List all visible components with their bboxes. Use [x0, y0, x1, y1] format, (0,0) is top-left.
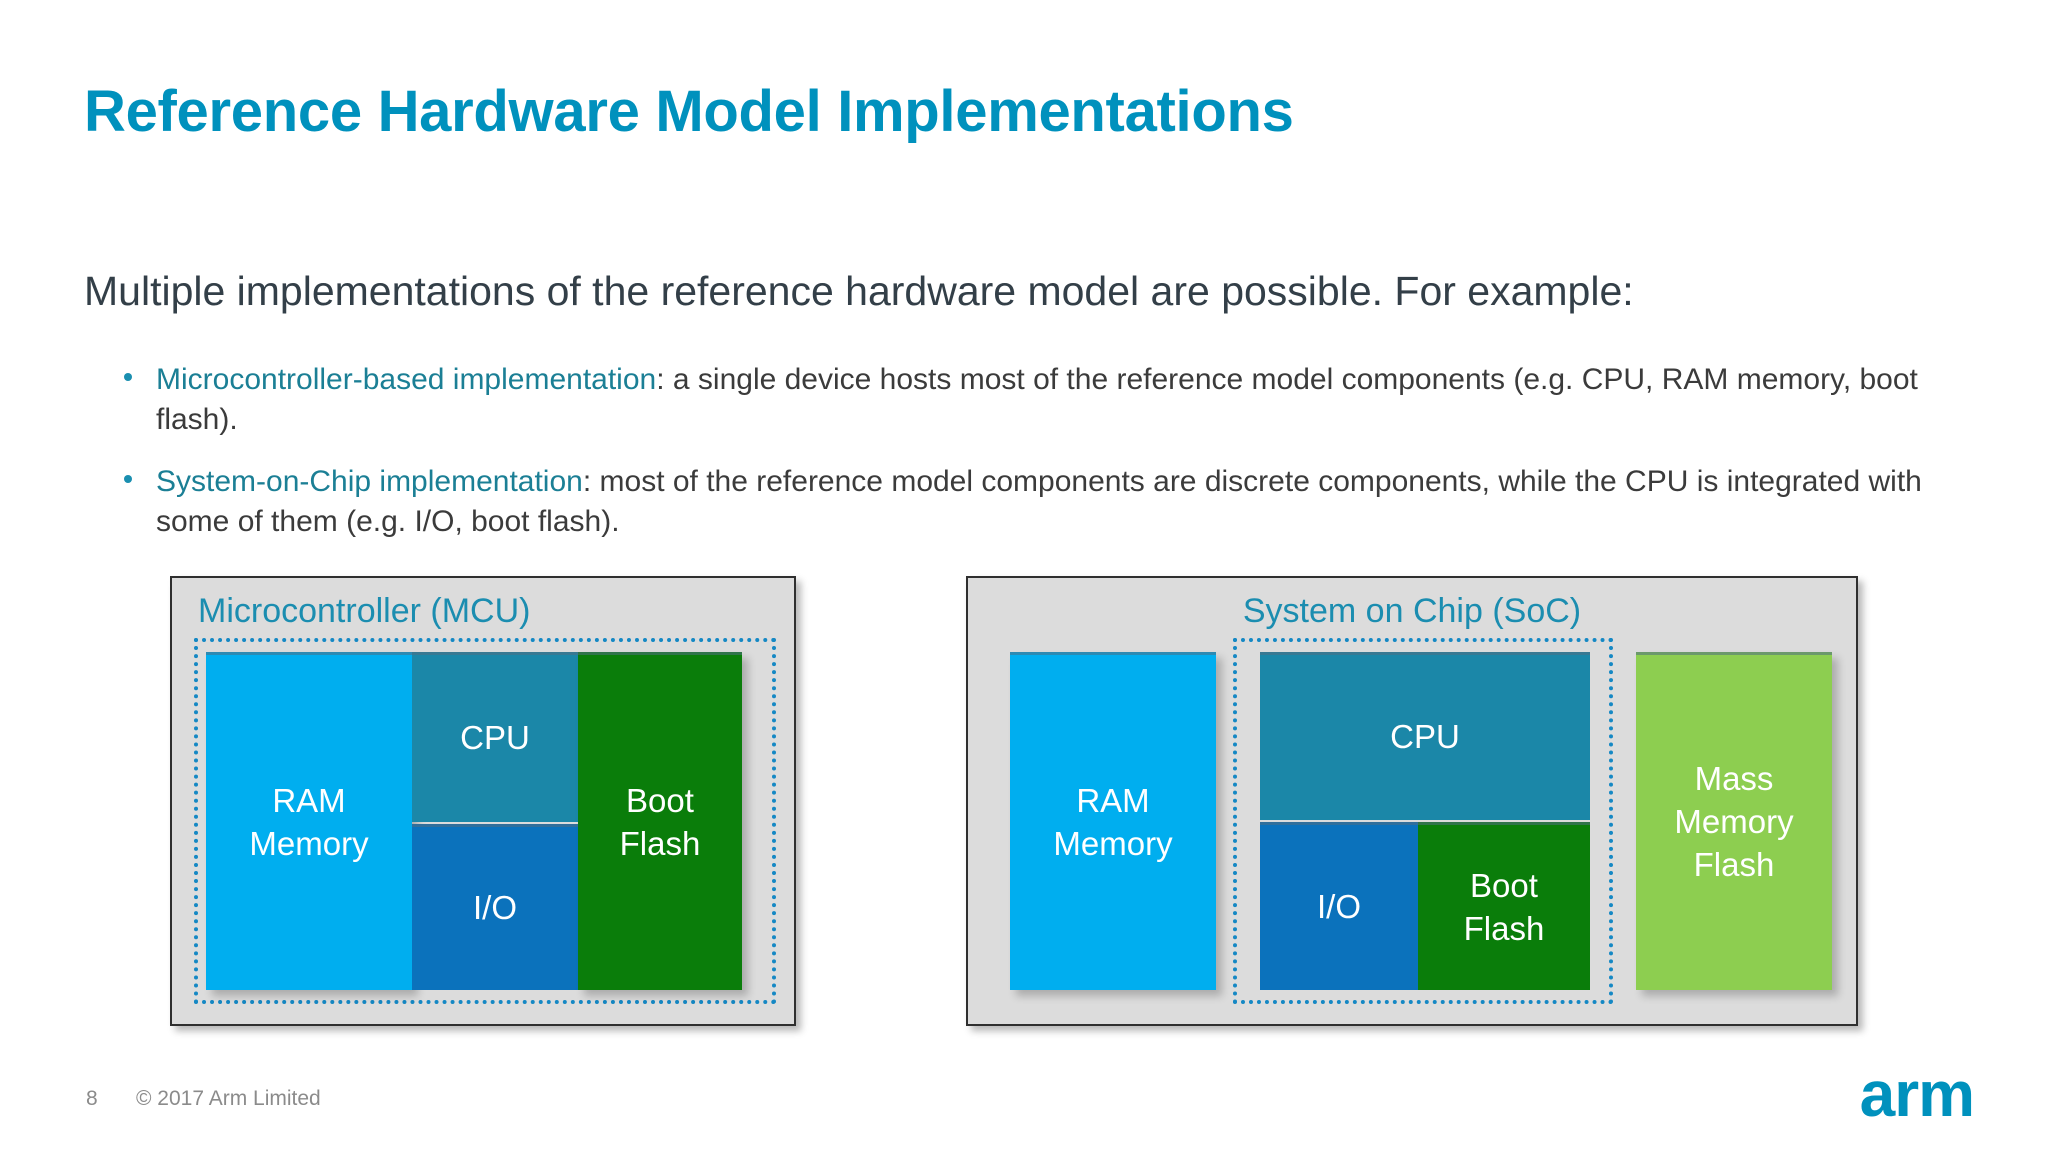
mcu-container: Microcontroller (MCU) RAM Memory CPU I/O…: [170, 576, 796, 1026]
block-label-line: CPU: [460, 719, 530, 757]
block-label-line: Memory: [249, 824, 369, 862]
mcu-title: Microcontroller (MCU): [198, 592, 531, 630]
block-label-line: Mass: [1694, 760, 1774, 798]
soc-block-mass-memory-flash: Mass Memory Flash: [1636, 652, 1832, 990]
block-label-line: I/O: [472, 889, 517, 927]
block-label-line: Boot: [1470, 866, 1538, 904]
block-label-line: Flash: [1463, 909, 1545, 947]
bullet-dot-icon: [124, 373, 132, 381]
lead-paragraph: Multiple implementations of the referenc…: [84, 268, 1634, 314]
soc-title: System on Chip (SoC): [1242, 592, 1582, 630]
block-label-line: I/O: [1316, 888, 1361, 926]
bullet-list: Microcontroller-based implementation: a …: [118, 360, 1988, 564]
mcu-block-ram-memory: RAM Memory: [206, 652, 412, 990]
block-label-line: RAM: [1076, 781, 1150, 819]
block-label-line: Flash: [1693, 845, 1775, 883]
list-item: System-on-Chip implementation: most of t…: [118, 462, 1988, 542]
block-label-line: Flash: [619, 824, 701, 862]
soc-container: System on Chip (SoC) RAM Memory CPU I/O …: [966, 576, 1858, 1026]
page-number: 8: [86, 1087, 98, 1110]
soc-block-ram-memory: RAM Memory: [1010, 652, 1216, 990]
bullet-emphasis: Microcontroller-based implementation: [156, 363, 657, 396]
block-label-line: Boot: [626, 781, 694, 819]
soc-block-io: I/O: [1260, 822, 1418, 990]
block-label-line: Memory: [1053, 824, 1173, 862]
soc-block-boot-flash: Boot Flash: [1418, 822, 1590, 990]
bullet-dot-icon: [124, 474, 132, 483]
mcu-block-boot-flash: Boot Flash: [578, 652, 742, 990]
block-label-line: CPU: [1390, 718, 1460, 756]
copyright-text: © 2017 Arm Limited: [136, 1087, 321, 1110]
block-label-line: Memory: [1674, 803, 1794, 841]
bullet-text: : most of the reference model components…: [156, 464, 1922, 538]
mcu-block-cpu: CPU: [412, 652, 578, 822]
arm-logo: arm: [1859, 1058, 1975, 1130]
diagram-area: Microcontroller (MCU) RAM Memory CPU I/O…: [0, 576, 2048, 1036]
page-title: Reference Hardware Model Implementations: [84, 79, 1294, 144]
block-label-line: RAM: [272, 781, 346, 819]
soc-block-cpu: CPU: [1260, 652, 1590, 820]
list-item: Microcontroller-based implementation: a …: [118, 360, 1988, 440]
bullet-emphasis: System-on-Chip implementation: [156, 464, 583, 498]
bullet-text: : a single device hosts most of the refe…: [156, 363, 1918, 436]
soc-integration-boundary: [1233, 638, 1613, 1004]
mcu-integration-boundary: [194, 638, 776, 1004]
mcu-block-io: I/O: [412, 824, 578, 990]
